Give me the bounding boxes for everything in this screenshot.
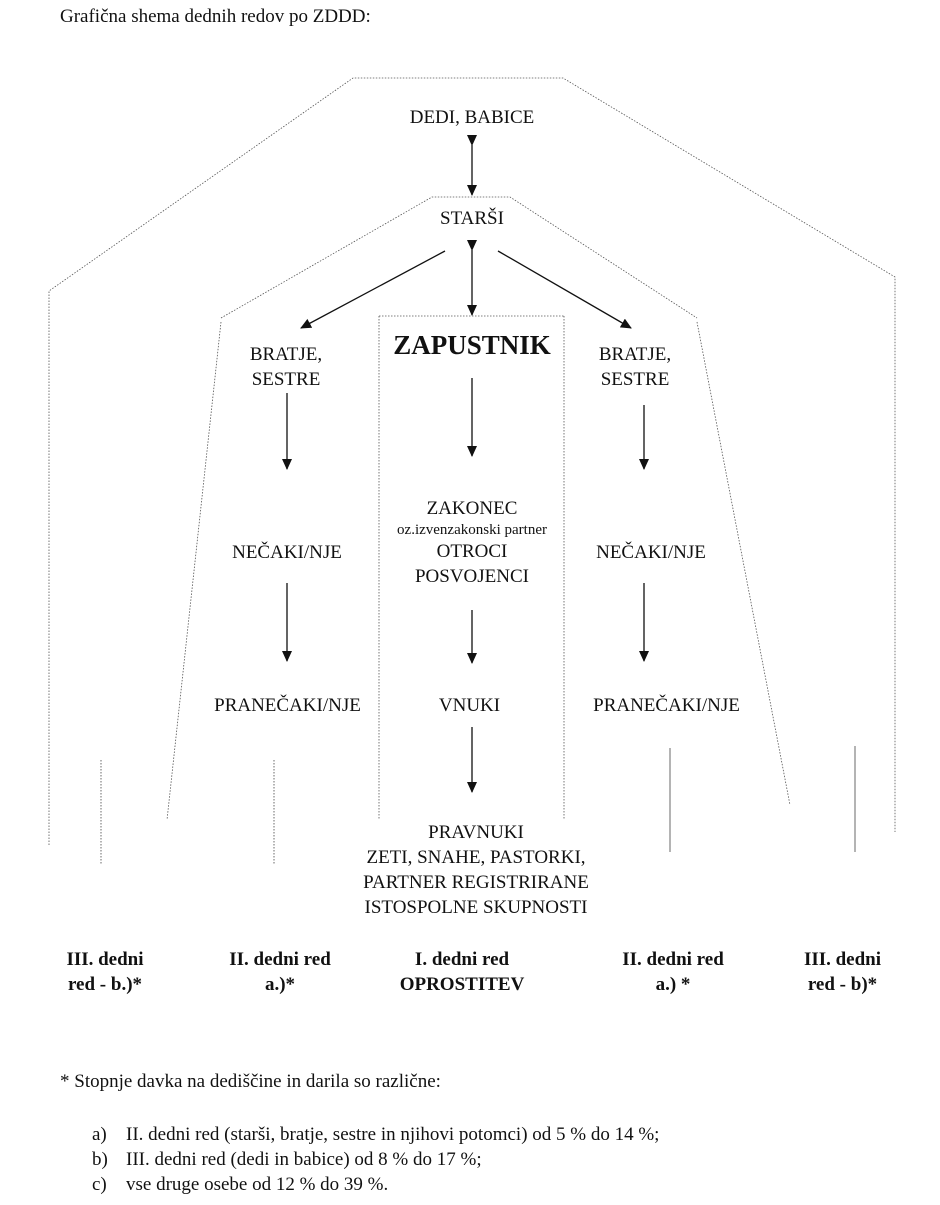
rank-second-right: II. dedni red a.) * [598,947,748,997]
node-grandnephews-right: PRANEČAKI/NJE [593,695,740,716]
boundary-second-left [166,321,222,821]
boundary-second-right [696,321,791,806]
node-nephews-right: NEČAKI/NJE [596,542,706,563]
rank-second-left: II. dedni red a.)* [205,947,355,997]
arrows [282,135,649,793]
node-adopted: POSVOJENCI [414,566,530,587]
node-spouse-note: oz.izvenzakonski partner [397,522,547,538]
node-decedent: ZAPUSTNIK [393,330,551,360]
node-siblings-right-line-1: BRATJE, [598,344,672,365]
node-siblings-right-line-2: SESTRE [600,369,670,390]
document-title: Grafična shema dednih redov po ZDDD: [60,6,371,27]
rank-third-right: III. dedni red - b)* [785,947,900,997]
tax-footnote: * Stopnje davka na dediščine in darila s… [60,1071,441,1092]
boundary-second-order [166,196,791,821]
node-spouse: ZAKONEC [426,498,518,519]
rank-third-left-line-2: red - b.)* [67,974,143,995]
tax-rate-item: c) vse druge osebe od 12 % do 39 %. [92,1172,659,1197]
arrow-parents-siblings-left [300,250,446,329]
node-siblings-left-line-2: SESTRE [251,369,321,390]
node-first-order-heirs: ZAKONEC oz.izvenzakonski partner OTROCI … [372,496,572,589]
node-bottom-line-4: ISTOSPOLNE SKUPNOSTI [364,897,588,918]
node-children: OTROCI [436,541,508,562]
rank-third-right-line-1: III. dedni [803,949,882,970]
node-siblings-right: BRATJE, SESTRE [570,342,700,392]
node-grandnephews-left: PRANEČAKI/NJE [214,695,361,716]
rank-second-left-line-1: II. dedni red [229,949,331,970]
node-siblings-left-line-1: BRATJE, [249,344,323,365]
boundary-first-order [378,315,565,820]
rank-first-line-1: I. dedni red [414,949,510,970]
node-grandparents: DEDI, BABICE [409,107,535,128]
rank-third-left-line-1: III. dedni [66,949,144,970]
node-nephews-left: NEČAKI/NJE [232,542,342,563]
tax-rate-marker: c) [92,1174,107,1195]
tax-rate-item: b) III. dedni red (dedi in babice) od 8 %… [92,1147,659,1172]
tax-rate-marker: a) [92,1124,107,1145]
tax-rate-item: a) II. dedni red (starši, bratje, sestre … [92,1122,659,1147]
tax-rate-text: vse druge osebe od 12 % do 39 %. [126,1174,389,1195]
tax-rate-list: a) II. dedni red (starši, bratje, sestre … [92,1122,659,1197]
tax-rate-text: III. dedni red (dedi in babice) od 8 % d… [126,1149,482,1170]
column-separators [100,746,856,865]
tax-rate-marker: b) [92,1149,108,1170]
node-bottom-line-1: PRAVNUKI [428,822,524,843]
rank-second-left-line-2: a.)* [264,974,296,995]
rank-second-right-line-1: II. dedni red [622,949,724,970]
node-bottom-line-3: PARTNER REGISTRIRANE [363,872,589,893]
rank-third-right-line-2: red - b)* [807,974,878,995]
node-parents: STARŠI [440,208,504,229]
node-grandchildren: VNUKI [438,695,501,716]
node-bottom-group: PRAVNUKI ZETI, SNAHE, PASTORKI, PARTNER … [326,820,626,920]
boundary-third-order-outer [48,77,896,845]
tax-rate-text: II. dedni red (starši, bratje, sestre in… [126,1124,660,1145]
boundary-third-order [48,77,896,845]
rank-second-right-line-2: a.) * [655,974,691,995]
boundary-second-order-roof [220,196,698,319]
node-bottom-line-2: ZETI, SNAHE, PASTORKI, [366,847,586,868]
rank-first: I. dedni red OPROSTITEV [382,947,542,997]
arrow-parents-siblings-right [497,250,632,329]
rank-first-line-2: OPROSTITEV [399,974,525,995]
node-siblings-left: BRATJE, SESTRE [221,342,351,392]
rank-third-left: III. dedni red - b.)* [50,947,160,997]
